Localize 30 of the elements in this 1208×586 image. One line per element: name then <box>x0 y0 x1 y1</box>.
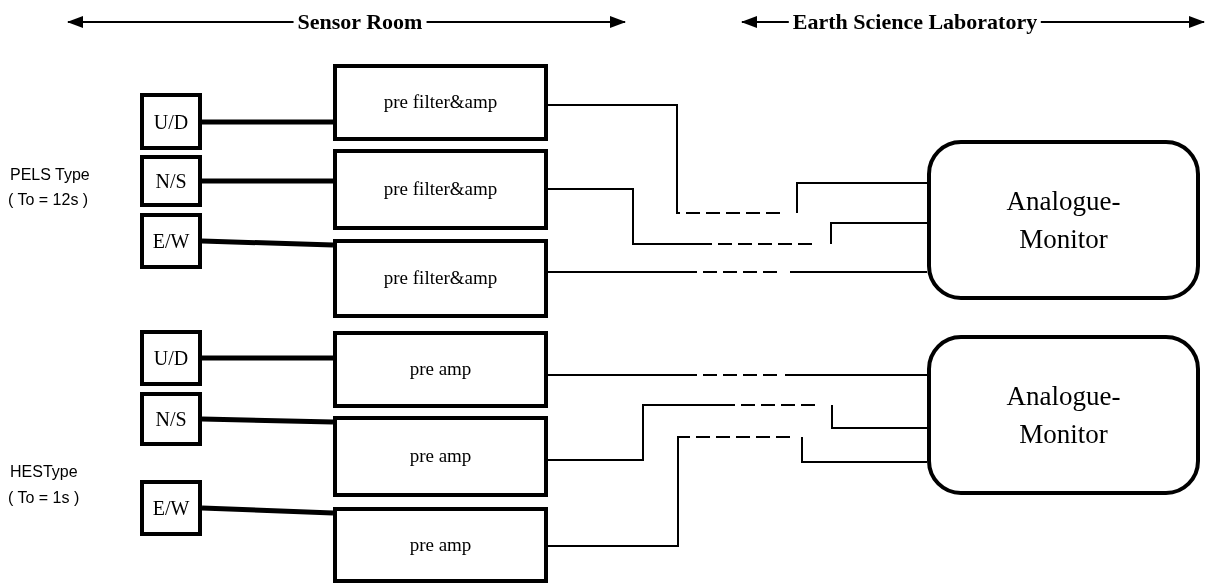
connector-line <box>201 416 334 425</box>
group-label: ( To = 12s ) <box>8 190 89 210</box>
connector-line <box>547 271 928 273</box>
amplifier-box: pre amp <box>333 416 548 497</box>
connector-line <box>547 188 928 245</box>
sensor-box: N/S <box>140 155 202 207</box>
group-label: ( To = 1s ) <box>8 488 80 508</box>
connector-line <box>202 119 333 125</box>
connector-line <box>547 404 928 461</box>
sensor-box: E/W <box>140 213 202 269</box>
sensor-box: N/S <box>140 392 202 446</box>
sensor-box: U/D <box>140 93 202 150</box>
group-label: HESType <box>10 462 78 482</box>
connector-line <box>201 505 334 516</box>
sensor-box: U/D <box>140 330 202 386</box>
connector-line <box>202 178 333 184</box>
connector-line <box>547 436 928 547</box>
amplifier-box: pre filter&amp <box>333 239 548 318</box>
connector-line <box>202 355 333 361</box>
amplifier-box: pre amp <box>333 331 548 408</box>
amplifier-box: pre amp <box>333 507 548 583</box>
amplifier-box: pre filter&amp <box>333 149 548 230</box>
group-label: PELS Type <box>10 165 90 185</box>
amplifier-box: pre filter&amp <box>333 64 548 141</box>
connector-line <box>547 374 928 376</box>
monitor-box: Analogue- Monitor <box>927 140 1200 300</box>
connector-line <box>547 104 928 214</box>
connector-line <box>201 238 334 248</box>
monitor-box: Analogue- Monitor <box>927 335 1200 495</box>
sensor-box: E/W <box>140 480 202 536</box>
